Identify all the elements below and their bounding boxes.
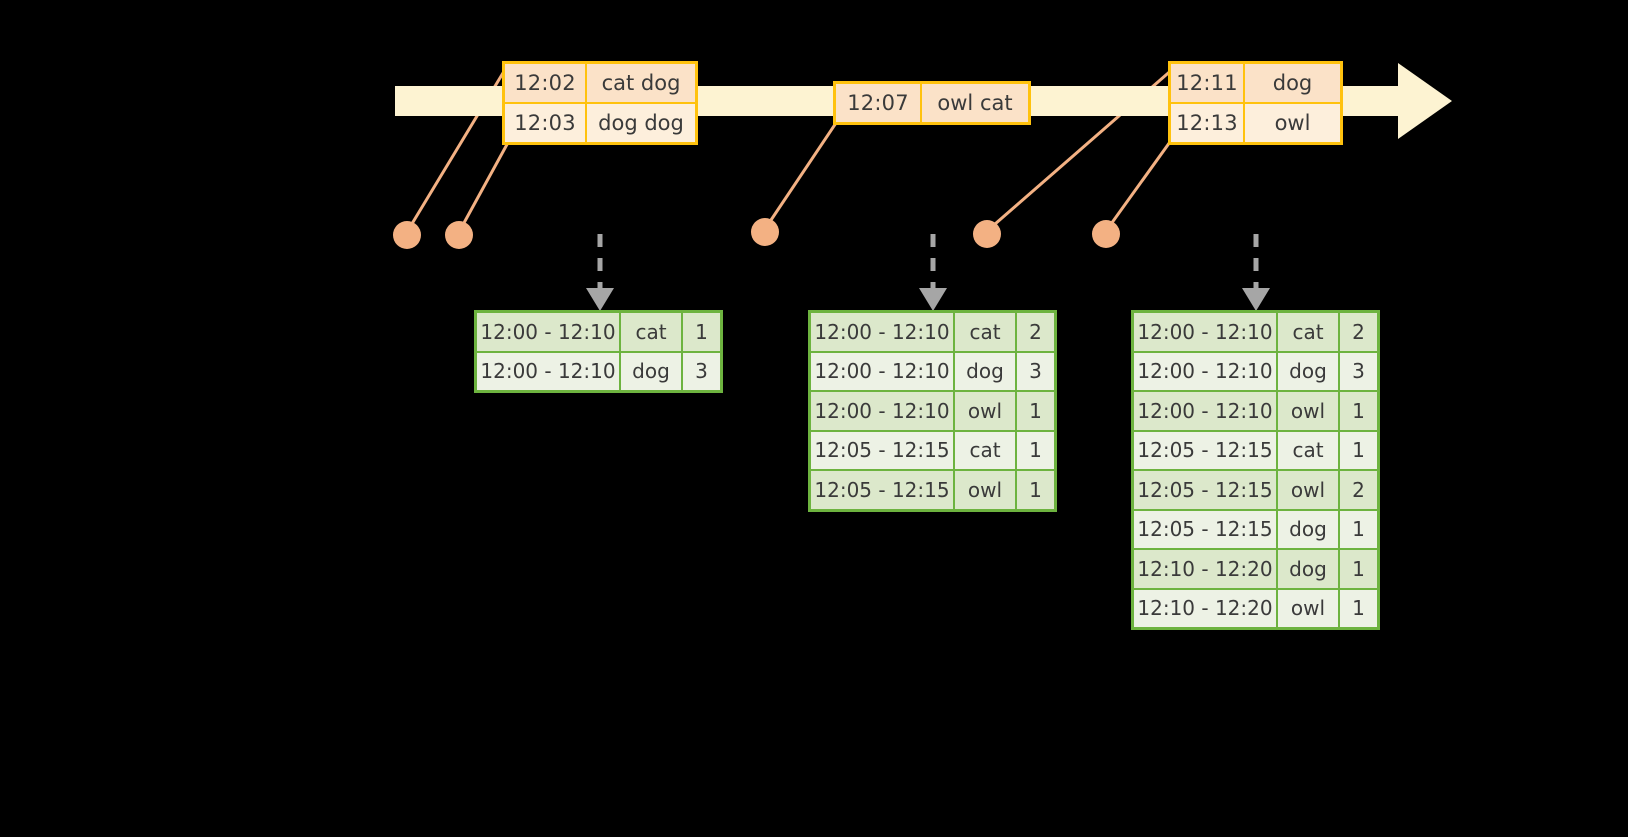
- count-cell: 2: [1017, 313, 1054, 351]
- window-cell: 12:00 - 12:10: [477, 352, 621, 390]
- window-cell: 12:00 - 12:10: [477, 313, 621, 351]
- key-cell: dog: [1278, 510, 1340, 548]
- event-payload: cat dog: [587, 64, 695, 102]
- key-cell: cat: [955, 313, 1017, 351]
- event-row: 12:07 owl cat: [836, 84, 1028, 122]
- event-box-2[interactable]: 12:07 owl cat: [833, 81, 1031, 125]
- event-row: 12:13 owl: [1171, 102, 1340, 142]
- key-cell: dog: [1278, 352, 1340, 390]
- window-cell: 12:00 - 12:10: [1134, 392, 1278, 430]
- event-time: 12:03: [505, 104, 587, 142]
- window-cell: 12:05 - 12:15: [1134, 431, 1278, 469]
- event-row: 12:02 cat dog: [505, 64, 695, 102]
- key-cell: owl: [1278, 589, 1340, 627]
- event-box-3[interactable]: 12:11 dog 12:13 owl: [1168, 61, 1343, 145]
- window-cell: 12:00 - 12:10: [811, 392, 955, 430]
- event-marker-1: [393, 221, 421, 249]
- key-cell: owl: [955, 392, 1017, 430]
- emit-arrow-2-head: [919, 288, 947, 311]
- event-marker-2: [445, 221, 473, 249]
- emit-arrow-1-head: [586, 288, 614, 311]
- event-row: 12:11 dog: [1171, 64, 1340, 102]
- count-cell: 3: [1340, 352, 1377, 390]
- event-marker-4: [973, 220, 1001, 248]
- event-time: 12:13: [1171, 104, 1245, 142]
- window-cell: 12:00 - 12:10: [1134, 313, 1278, 351]
- event-payload: owl cat: [922, 84, 1028, 122]
- count-cell: 1: [1340, 510, 1377, 548]
- window-cell: 12:10 - 12:20: [1134, 550, 1278, 588]
- event-time: 12:02: [505, 64, 587, 102]
- emit-arrowheads: [586, 288, 1270, 311]
- timeline-arrowhead: [1398, 63, 1452, 139]
- key-cell: dog: [1278, 550, 1340, 588]
- window-cell: 12:10 - 12:20: [1134, 589, 1278, 627]
- count-cell: 1: [1017, 471, 1054, 509]
- count-cell: 3: [683, 352, 720, 390]
- event-row: 12:03 dog dog: [505, 102, 695, 142]
- count-cell: 1: [1340, 392, 1377, 430]
- event-time: 12:11: [1171, 64, 1245, 102]
- event-markers: [393, 218, 1120, 249]
- event-marker-5: [1092, 220, 1120, 248]
- window-cell: 12:00 - 12:10: [811, 352, 955, 390]
- key-cell: dog: [955, 352, 1017, 390]
- count-cell: 3: [1017, 352, 1054, 390]
- key-cell: owl: [955, 471, 1017, 509]
- count-cell: 1: [1017, 392, 1054, 430]
- count-cell: 2: [1340, 471, 1377, 509]
- event-payload: dog dog: [598, 111, 684, 135]
- event-time: 12:07: [836, 84, 922, 122]
- key-cell: cat: [955, 431, 1017, 469]
- count-cell: 1: [683, 313, 720, 351]
- key-cell: owl: [1278, 471, 1340, 509]
- count-cell: 1: [1340, 431, 1377, 469]
- window-cell: 12:05 - 12:15: [1134, 510, 1278, 548]
- count-cell: 2: [1340, 313, 1377, 351]
- key-cell: owl: [1278, 392, 1340, 430]
- key-cell: dog: [621, 352, 683, 390]
- key-cell: cat: [1278, 313, 1340, 351]
- emit-arrows: [597, 234, 1259, 288]
- count-cell: 1: [1340, 550, 1377, 588]
- window-cell: 12:05 - 12:15: [811, 431, 955, 469]
- event-payload: owl: [1274, 111, 1311, 135]
- window-cell: 12:05 - 12:15: [1134, 471, 1278, 509]
- key-cell: cat: [1278, 431, 1340, 469]
- window-cell: 12:00 - 12:10: [1134, 352, 1278, 390]
- event-payload: dog: [1245, 64, 1340, 102]
- key-cell: cat: [621, 313, 683, 351]
- event-marker-3: [751, 218, 779, 246]
- event-box-1[interactable]: 12:02 cat dog 12:03 dog dog: [502, 61, 698, 145]
- count-cell: 1: [1017, 431, 1054, 469]
- window-cell: 12:00 - 12:10: [811, 313, 955, 351]
- window-cell: 12:05 - 12:15: [811, 471, 955, 509]
- count-cell: 1: [1340, 589, 1377, 627]
- emit-arrow-3-head: [1242, 288, 1270, 311]
